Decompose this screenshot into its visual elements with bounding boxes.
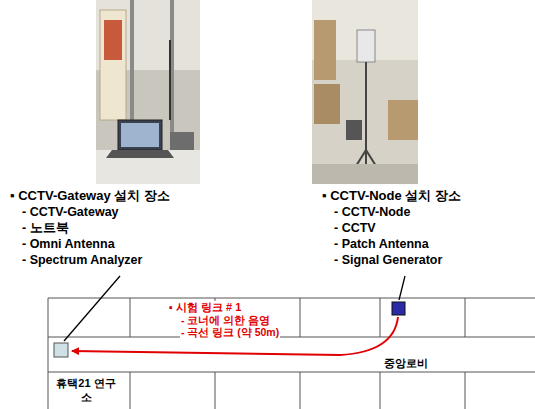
node-photo [312,0,418,184]
gateway-marker [54,343,68,357]
section-heading: ▪ CCTV-Node 설치 장소 [322,188,461,204]
list-item: - Omni Antenna [22,237,115,252]
list-item: - 노트북 [22,221,69,236]
section-heading: ▪ CCTV-Gateway 설치 장소 [10,188,170,204]
leader-line [64,276,120,341]
list-item: - Spectrum Analyzer [22,253,142,268]
list-item: - Signal Generator [334,253,442,268]
list-item: - CCTV [334,221,376,236]
list-item: - CCTV-Node [334,205,410,220]
floor-plan [48,298,535,409]
list-item: - CCTV-Gateway [22,205,119,220]
leader-line [399,276,405,300]
link-note: - 코너에 의한 음영 [180,314,271,327]
room-label: 휴택21 연구소 [56,377,116,405]
gateway-photo [96,0,200,184]
link-note: - 곡선 링크 (약 50m) [180,326,280,339]
list-item: - Patch Antenna [334,237,429,252]
area-label: 중앙로비 [384,357,428,370]
link-title: ▪ 시험 링크 # 1 [168,301,242,314]
node-marker [392,302,405,315]
